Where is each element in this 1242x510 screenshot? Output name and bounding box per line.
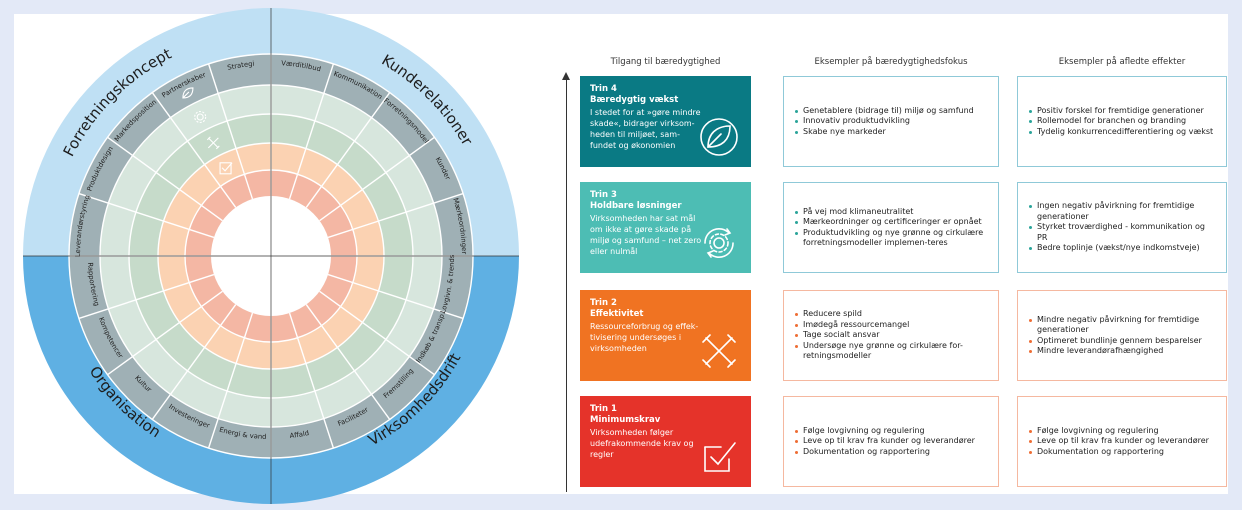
checkbox-icon — [704, 442, 736, 472]
wheel-spoke — [207, 63, 254, 200]
gear-cycle-icon — [704, 228, 734, 258]
column-header-effects: Eksempler på afledte effekter — [1058, 57, 1186, 67]
step-title: Minimumskrav — [590, 415, 661, 425]
focus-item: På vej mod klimaneutralitet — [794, 207, 988, 218]
wheel-spoke — [151, 92, 237, 208]
wheel-spoke — [78, 273, 215, 320]
wheel-spoke — [305, 92, 391, 208]
focus-item: Imødegå ressourcemangel — [794, 320, 988, 331]
column-header-focus: Eksempler på bæredygtighedsfokus — [814, 57, 968, 67]
focus-item: Følge lovgivning og regulering — [794, 426, 975, 437]
leaf-icon — [700, 118, 738, 156]
focus-item: Genetablere (bidrage til) miljø og samfu… — [794, 106, 974, 117]
focus-item: Tage socialt ansvar — [794, 330, 988, 341]
effects-box-step-2: Mindre negativ påvirkning for fremtidige… — [1017, 290, 1227, 381]
step-number: Trin 2 — [590, 298, 617, 308]
effects-item: Optimeret bundlinje gennem besparelser — [1028, 336, 1216, 347]
focus-item: Reducere spild — [794, 309, 988, 320]
wheel-spoke — [327, 192, 464, 239]
wheel-spoke — [107, 290, 223, 376]
wheel-gear-icon — [194, 110, 207, 124]
wheel-spoke — [78, 192, 215, 239]
step-description: I stedet for at »gøre mindre skade«, bid… — [590, 108, 701, 150]
wheel-spoke — [288, 63, 335, 200]
wheel-spoke — [151, 304, 237, 420]
wheel-leaf-icon — [182, 87, 194, 99]
wheel-diagram: VærditilbudKommunikationForretningsmodel… — [23, 8, 519, 504]
wheel-spoke — [305, 304, 391, 420]
step-number: Trin 1 — [590, 404, 617, 414]
effects-item: Positiv forskel for fremtidige generatio… — [1028, 106, 1213, 117]
step-description: Virksomheden har sat mål om ikke at gøre… — [590, 214, 702, 256]
effects-list: Positiv forskel for fremtidige generatio… — [1028, 106, 1213, 138]
wheel-spoke — [207, 312, 254, 449]
focus-item: Innovativ produktudvikling — [794, 116, 974, 127]
step-title: Effektivitet — [590, 309, 644, 319]
focus-item: Skabe nye markeder — [794, 127, 974, 138]
effects-item: Dokumentation og rapportering — [1028, 447, 1209, 458]
effects-list: Mindre negativ påvirkning for fremtidige… — [1028, 315, 1216, 357]
focus-item: Dokumentation og rapportering — [794, 447, 975, 458]
step-description: Virksomheden følger udefrakommende krav … — [590, 428, 694, 459]
effects-item: Følge lovgivning og regulering — [1028, 426, 1209, 437]
effects-item: Bedre toplinje (vækst/nye indkomstveje) — [1028, 243, 1216, 254]
step-number: Trin 4 — [590, 84, 617, 94]
focus-list: Genetablere (bidrage til) miljø og samfu… — [794, 106, 974, 138]
effects-item: Rollemodel for branchen og branding — [1028, 116, 1213, 127]
effects-item: Ingen negativ påvirkning for fremtidige … — [1028, 201, 1216, 222]
wheel-spoke — [319, 290, 435, 376]
step-title: Bæredygtig vækst — [590, 95, 679, 105]
focus-item: Undersøge nye grønne og cirkulære for-re… — [794, 341, 988, 362]
wheel-spoke — [319, 136, 435, 222]
effects-item: Mindre leverandørafhængighed — [1028, 346, 1216, 357]
wheel-check-icon — [219, 162, 233, 175]
step-description: Ressourceforbrug og effek-tivisering und… — [590, 322, 699, 353]
effects-box-step-4: Positiv forskel for fremtidige generatio… — [1017, 76, 1227, 167]
step-title: Holdbare løsninger — [590, 201, 682, 211]
wheel-tools-icon — [206, 136, 220, 150]
effects-box-step-3: Ingen negativ påvirkning for fremtidige … — [1017, 182, 1227, 273]
focus-item: Leve op til krav fra kunder og leverandø… — [794, 436, 975, 447]
effects-item: Leve op til krav fra kunder og leverandø… — [1028, 436, 1209, 447]
wheel-spoke — [327, 273, 464, 320]
effects-item: Mindre negativ påvirkning for fremtidige… — [1028, 315, 1216, 336]
focus-box-step-4: Genetablere (bidrage til) miljø og samfu… — [783, 76, 999, 167]
wheel-spoke — [107, 136, 223, 222]
step-number: Trin 3 — [590, 190, 617, 200]
effects-list: Ingen negativ påvirkning for fremtidige … — [1028, 201, 1216, 254]
effects-item: Tydelig konkurrencedifferentiering og væ… — [1028, 127, 1213, 138]
focus-item: Produktudvikling og nye grønne og cirkul… — [794, 228, 988, 249]
focus-item: Mærkeordninger og certificeringer er opn… — [794, 217, 988, 228]
progression-arrow-head — [562, 72, 570, 80]
wheel-spoke — [288, 312, 335, 449]
progression-arrow-line — [566, 78, 567, 492]
effects-item: Styrket troværdighed - kommunikation og … — [1028, 222, 1216, 243]
wheel-segment-label: Affald — [289, 429, 310, 440]
tools-icon — [702, 334, 736, 368]
column-header-approach: Tilgang til bæredygtighed — [610, 57, 721, 67]
